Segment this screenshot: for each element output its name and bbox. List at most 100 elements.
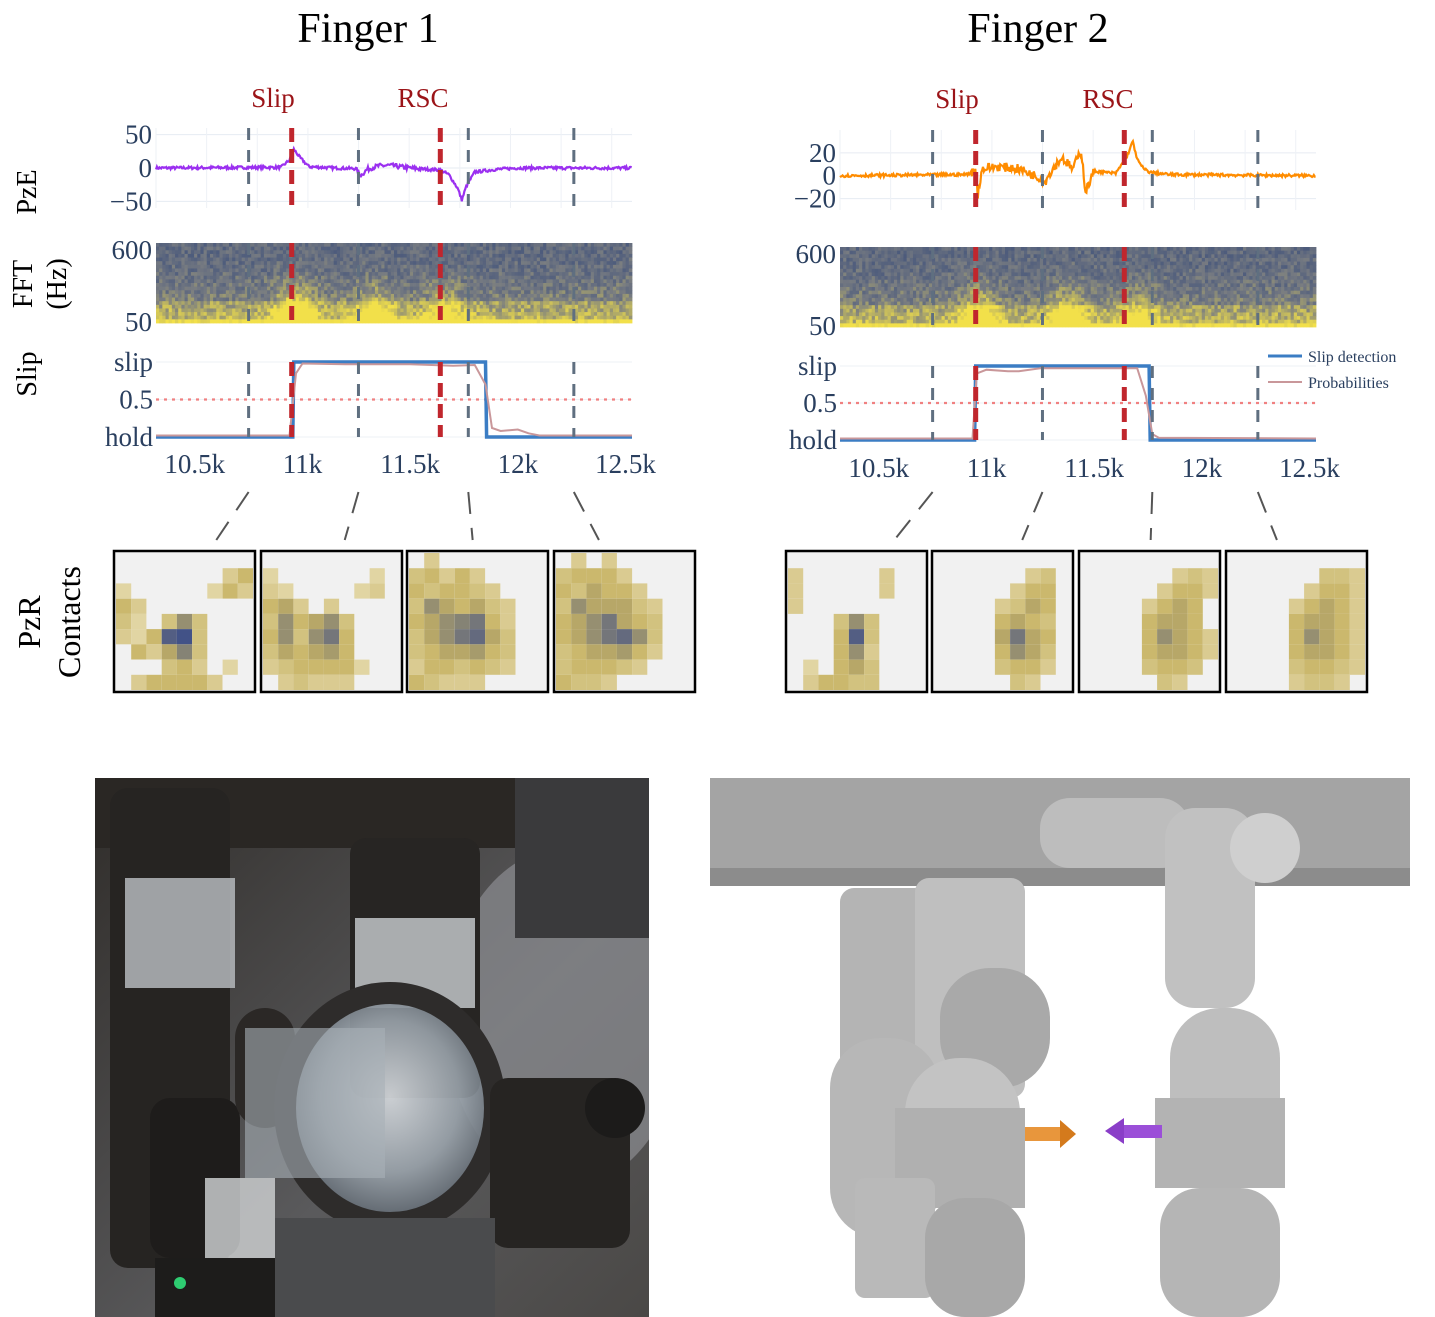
fft-cell [251, 246, 255, 251]
fft-cell [887, 297, 892, 302]
fft-cell [922, 247, 927, 252]
fft-cell [508, 279, 512, 284]
fft-cell [460, 312, 465, 317]
fft-cell [346, 253, 350, 258]
fft-cell [317, 268, 322, 273]
fft-cell [944, 247, 949, 252]
fft-cell [508, 297, 512, 302]
fft-cell [346, 275, 350, 280]
fft-cell [966, 305, 971, 310]
fft-cell [597, 293, 601, 298]
fft-cell [178, 261, 182, 266]
fft-cell [1024, 316, 1028, 321]
fft-cell [251, 297, 255, 302]
fft-cell [156, 304, 160, 309]
fft-cell [1046, 305, 1050, 310]
fft-cell [378, 257, 382, 262]
fft-cell [159, 246, 163, 251]
fft-cell [397, 315, 401, 320]
fft-cell [209, 286, 214, 291]
fft-cell [270, 261, 274, 266]
fft-cell [957, 312, 961, 317]
fft-cell [1024, 257, 1028, 262]
fft-cell [260, 246, 265, 251]
fft-cell [232, 275, 236, 280]
fft-cell [906, 305, 911, 310]
fft-cell [479, 246, 484, 251]
fft-cell [903, 247, 908, 252]
fft-cell [349, 301, 354, 306]
fft-cell [562, 253, 566, 258]
fft-cell [362, 243, 366, 248]
fft-cell [324, 279, 328, 284]
fft-cell [979, 287, 984, 292]
fft-cell [435, 272, 439, 277]
fft-cell [1011, 261, 1015, 266]
fft-cell [947, 316, 952, 321]
fft-cell [1065, 283, 1069, 288]
fft-cell [625, 264, 630, 269]
fft-cell [178, 297, 182, 302]
fft-cell [916, 261, 920, 266]
fft-cell [916, 247, 920, 252]
fft-cell [416, 290, 420, 295]
fft-cell [963, 257, 968, 262]
fft-cell [251, 290, 255, 295]
fft-cell [568, 286, 573, 291]
fft-cell [390, 272, 395, 277]
fft-cell [855, 272, 860, 277]
fft-cell [520, 268, 525, 273]
fft-cell [1005, 276, 1009, 281]
fft-cell [890, 301, 895, 306]
fft-cell [511, 304, 515, 309]
fft-cell [578, 283, 582, 288]
fft-cell [327, 308, 331, 313]
fft-cell [381, 312, 385, 317]
fft-cell [441, 243, 446, 248]
fft-cell [1036, 261, 1041, 266]
x-tick-label: 11k [283, 449, 323, 479]
fft-cell [549, 268, 554, 273]
fft-cell [593, 293, 598, 298]
fft-cell [314, 297, 319, 302]
fft-cell [419, 279, 423, 284]
fft-cell [156, 261, 160, 266]
fft-cell [562, 275, 566, 280]
fft-cell [546, 283, 550, 288]
fft-cell [222, 253, 227, 258]
fft-cell [520, 286, 525, 291]
fft-cell [571, 297, 576, 302]
fft-cell [270, 319, 274, 324]
fft-cell [1008, 294, 1012, 299]
fft-cell [489, 257, 493, 262]
fft-cell [1033, 323, 1038, 328]
fft-cell [909, 290, 914, 295]
fft-cell [966, 287, 971, 292]
fft-cell [938, 323, 942, 328]
fft-cell [403, 293, 408, 298]
fft-cell [378, 315, 382, 320]
fft-cell [982, 305, 987, 310]
fft-cell [941, 305, 946, 310]
fft-cell [168, 283, 173, 288]
fft-cell [406, 257, 411, 262]
fft-cell [1065, 323, 1069, 328]
fft-cell [597, 308, 601, 313]
fft-cell [995, 290, 1000, 295]
fft-cell [333, 293, 338, 298]
fft-cell [460, 297, 465, 302]
fft-cell [862, 247, 866, 252]
fft-cell [935, 297, 939, 302]
fft-cell [527, 275, 531, 280]
fft-cell [520, 319, 525, 324]
fft-cell [1052, 250, 1057, 255]
fft-cell [963, 290, 968, 295]
fft-cell [175, 243, 179, 248]
fft-cell [536, 268, 541, 273]
fft-cell [248, 257, 252, 262]
fft-cell [612, 304, 617, 309]
fft-cell [982, 250, 987, 255]
fft-cell [203, 315, 208, 320]
fft-cell [343, 319, 347, 324]
fft-cell [616, 319, 620, 324]
